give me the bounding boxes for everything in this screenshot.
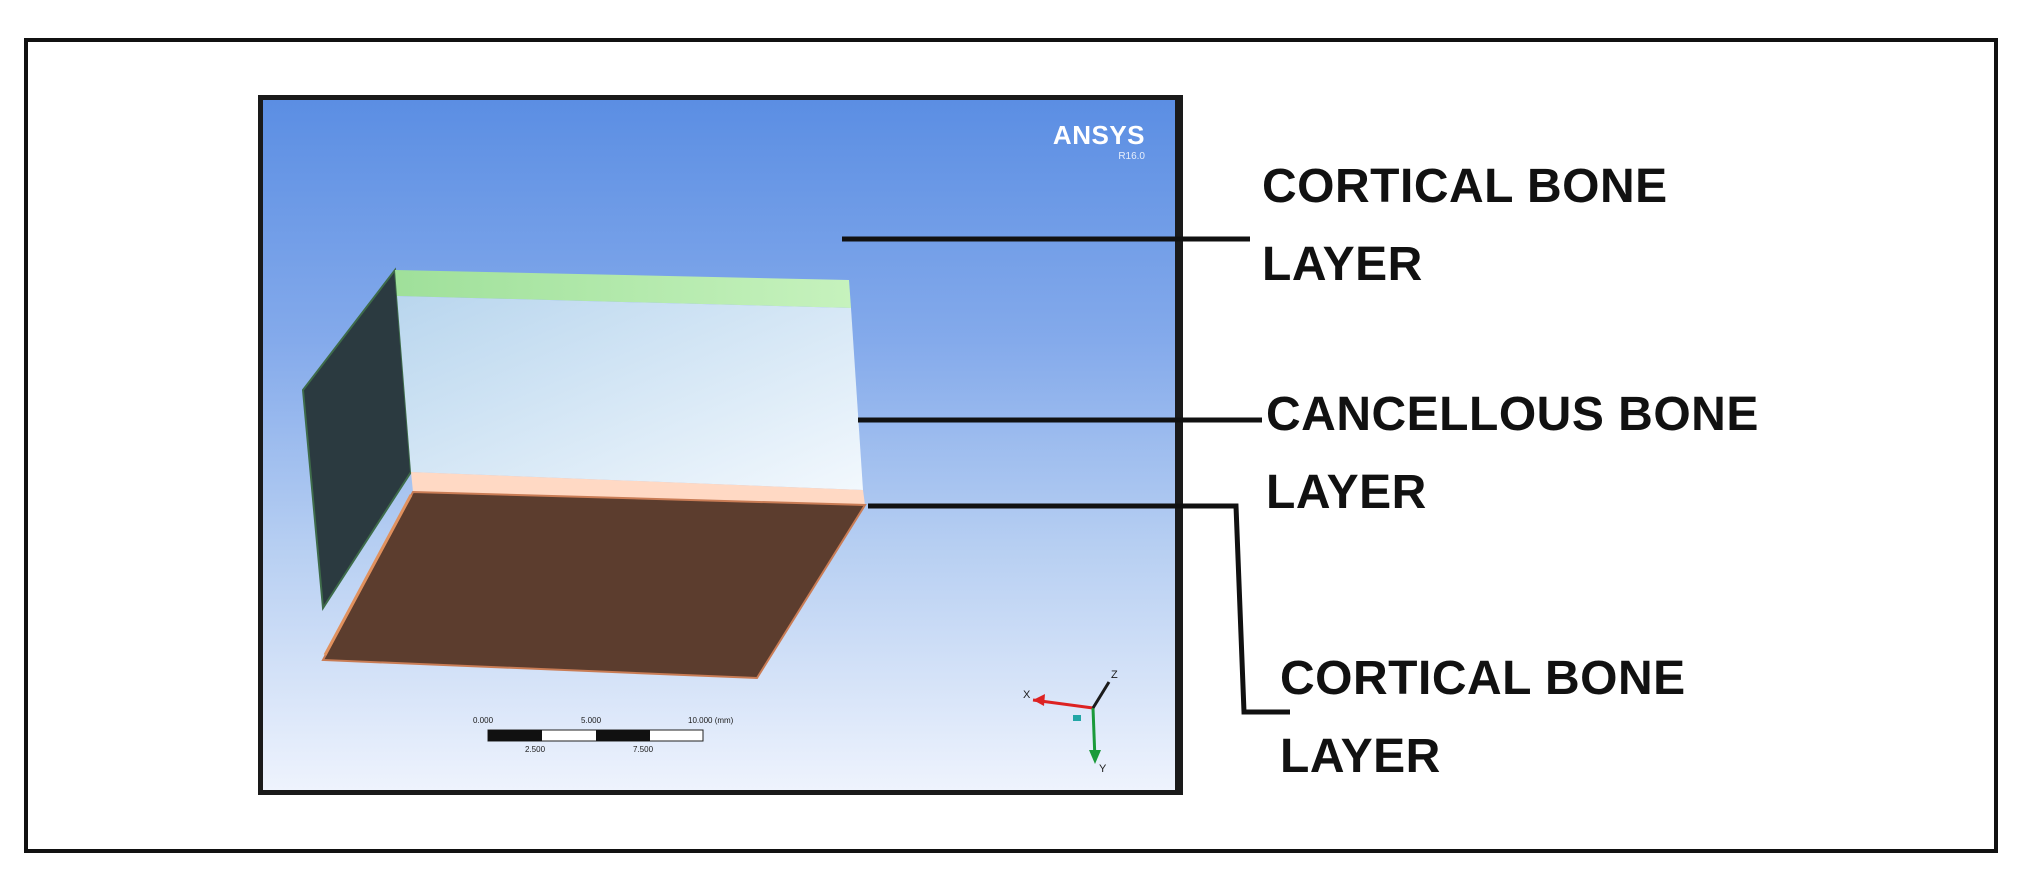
label-cancellous: CANCELLOUS BONE LAYER	[1266, 376, 1759, 532]
top-cortical-layer	[395, 270, 851, 308]
label-top-cortical: CORTICAL BONE LAYER	[1262, 148, 1668, 304]
ansys-viewport: ANSYS R16.0	[258, 95, 1180, 795]
label-cancellous-line2: LAYER	[1266, 466, 1427, 519]
label-top-cortical-line2: LAYER	[1262, 238, 1423, 291]
scale-bottom-label-1: 7.500	[633, 745, 654, 754]
axis-z-label: Z	[1111, 669, 1118, 681]
figure-frame	[24, 38, 1998, 853]
axis-x-label: X	[1023, 689, 1031, 701]
leader-line-bottom	[868, 503, 1290, 715]
label-cancellous-line1: CANCELLOUS BONE	[1266, 388, 1759, 441]
label-top-cortical-line1: CORTICAL BONE	[1262, 160, 1668, 213]
bone-block-model: X Y Z	[301, 267, 1118, 775]
label-bottom-cortical-line2: LAYER	[1280, 730, 1441, 783]
scale-bottom-label-0: 2.500	[525, 745, 546, 754]
scale-top-label-2: 10.000 (mm)	[688, 716, 734, 725]
brand-version: R16.0	[1118, 151, 1145, 162]
scale-bar	[487, 729, 704, 742]
ansys-logo: ANSYS R16.0	[1053, 120, 1145, 162]
cancellous-layer	[397, 296, 863, 490]
axis-y-label: Y	[1099, 763, 1107, 775]
viewport-right-bracket	[1175, 95, 1183, 795]
bottom-cortical-layer	[411, 472, 865, 505]
label-bottom-cortical: CORTICAL BONE LAYER	[1280, 640, 1686, 796]
label-bottom-cortical-line1: CORTICAL BONE	[1280, 652, 1686, 705]
brand-name: ANSYS	[1052, 120, 1145, 150]
scale-top-label-1: 5.000	[581, 716, 602, 725]
scale-top-label-0: 0.000	[473, 716, 494, 725]
axis-triad: X Y Z	[1023, 669, 1118, 775]
